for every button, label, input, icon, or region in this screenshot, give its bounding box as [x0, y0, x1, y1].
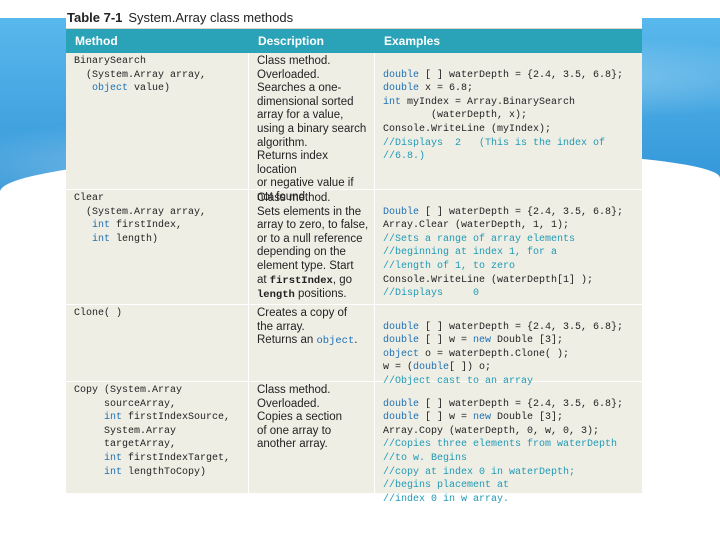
method-cell: Copy (System.Array sourceArray, int firs… [66, 382, 249, 493]
table-row: BinarySearch (System.Array array, object… [66, 53, 642, 203]
description-cell: Class method. Sets elements in the array… [249, 190, 375, 304]
table-header: Method Description Examples [66, 29, 642, 53]
method-cell: Clone( ) [66, 305, 249, 381]
description-cell: Class method. Overloaded. Searches a one… [249, 53, 375, 203]
examples-cell: Double [ ] waterDepth = {2.4, 3.5, 6.8};… [383, 206, 624, 300]
examples-cell: double [ ] waterDepth = {2.4, 3.5, 6.8};… [383, 321, 624, 387]
table-title: Table 7-1 System.Array class methods [66, 8, 642, 28]
description-cell: Class method. Overloaded. Copies a secti… [249, 382, 375, 493]
methods-table: Table 7-1 System.Array class methods Meth… [66, 8, 642, 505]
examples-cell: double [ ] waterDepth = {2.4, 3.5, 6.8};… [383, 69, 624, 163]
method-cell: BinarySearch (System.Array array, object… [66, 53, 249, 189]
table-row: Clone( ) Creates a copy of the array. Re… [66, 305, 642, 387]
examples-cell: double [ ] waterDepth = {2.4, 3.5, 6.8};… [383, 398, 624, 505]
header-method: Method [75, 34, 118, 48]
table-caption: System.Array class methods [128, 10, 294, 25]
description-cell: Creates a copy of the array. Returns an … [249, 305, 375, 381]
table-row: Copy (System.Array sourceArray, int firs… [66, 382, 642, 505]
header-description: Description [258, 34, 325, 48]
table-body: Method Description Examples BinarySearch… [66, 28, 642, 505]
table-number: Table 7-1 [67, 10, 123, 25]
header-examples: Examples [384, 34, 441, 48]
method-cell: Clear (System.Array array, int firstInde… [66, 190, 249, 304]
table-row: Clear (System.Array array, int firstInde… [66, 190, 642, 305]
